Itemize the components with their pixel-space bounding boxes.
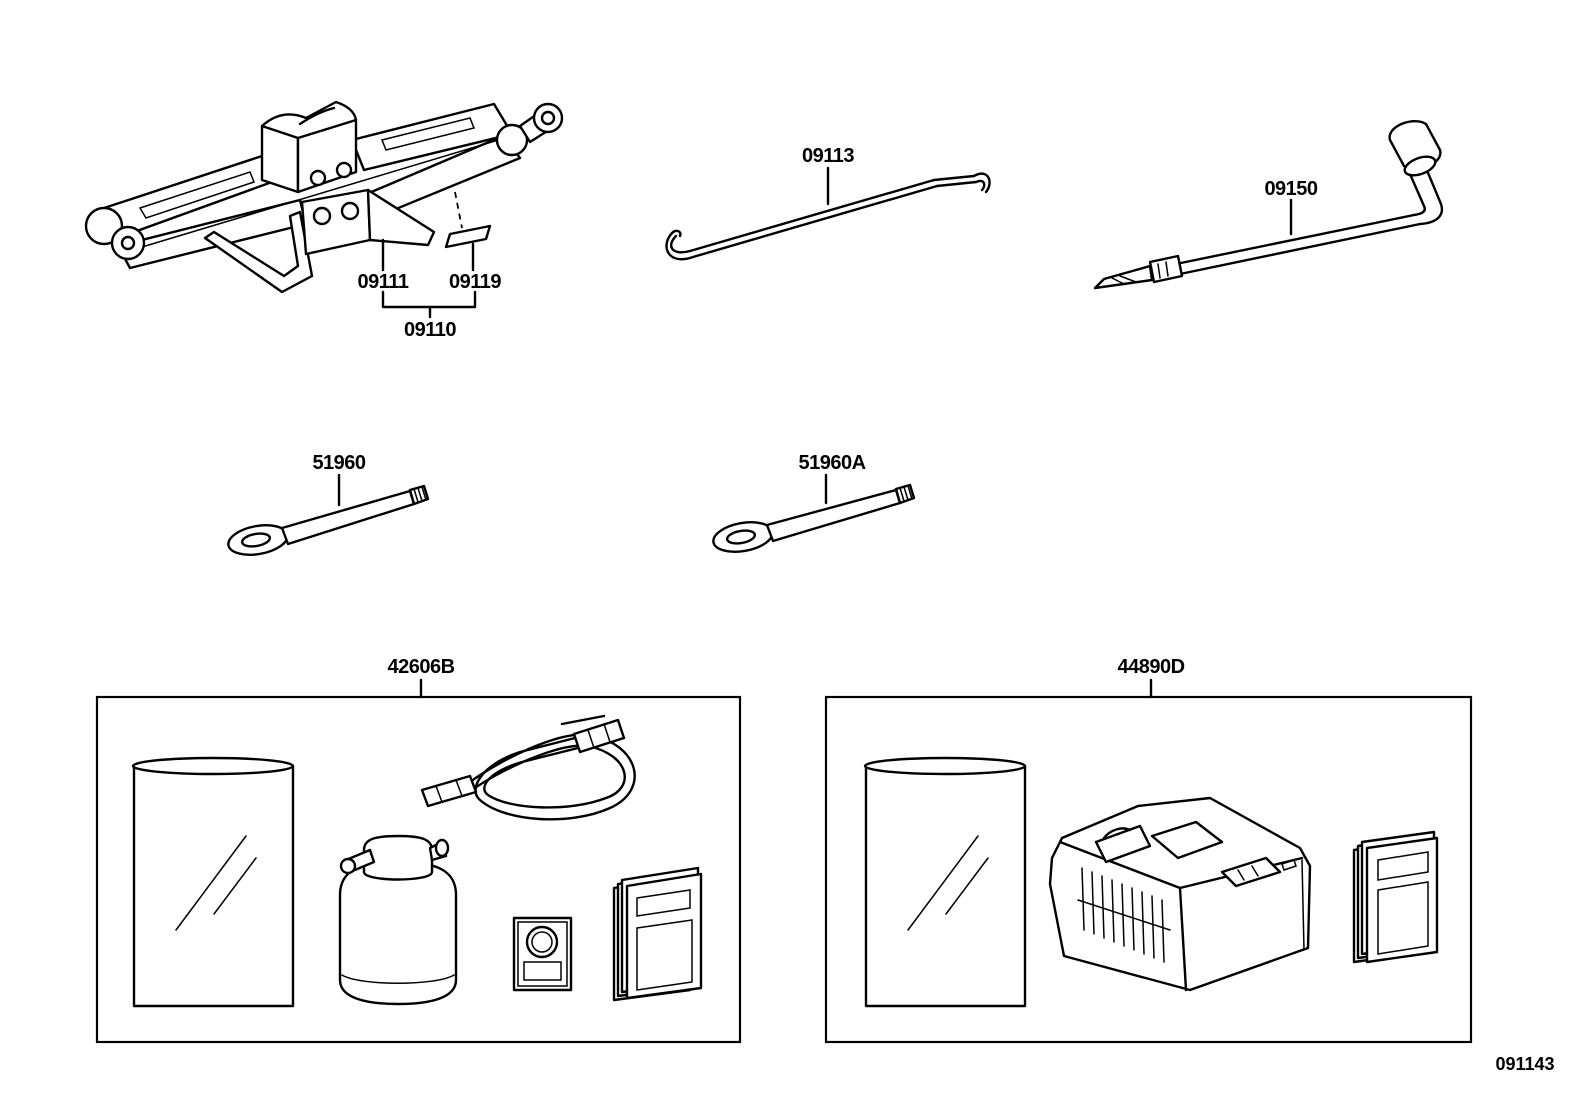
jack-upper-left-slot [138,171,255,219]
callout-09110[interactable]: 09110 [404,319,457,341]
booklet-cover [1365,836,1439,964]
handle-rod-bottom-edge [691,184,939,259]
booklet-title-box [636,889,691,917]
booklet-title-box [1377,851,1429,881]
bag-top [863,756,1027,776]
callout-51960[interactable]: 51960 [312,452,366,474]
hose-end-fitting-rings [435,779,463,803]
booklet-right-drawing [1352,830,1439,964]
jack-saddle-front [296,118,358,194]
bag-body [132,764,295,1008]
kit-42606b-frame [95,695,742,1044]
wrench-flat-end-ridge [1111,275,1137,285]
booklet-body-box [636,919,693,991]
wheel-wrench-drawing [1093,119,1444,290]
bottle-spout-right-end [434,838,450,858]
jack-base-plate [300,188,372,256]
towing-eye-a-drawing [712,483,916,553]
scissor-jack-drawing [84,100,564,294]
bag-body [864,764,1027,1008]
towing-eye-ring-hole [240,532,272,548]
sticker-circle-inner [531,931,553,953]
kit-44890d-frame [824,695,1473,1044]
booklet-cover [625,872,703,1000]
sticker-text-area [523,961,562,981]
compressor-handle [1094,824,1152,864]
hose-inner [470,744,626,809]
bag-top [131,756,295,776]
wrench-grip-mark [1157,261,1169,279]
hose-clip [560,714,606,726]
wrench-bar-inner [1174,172,1426,266]
towing-eye-ring-hole [725,529,757,545]
jack-screw [131,137,506,251]
sealant-bottle-drawing [338,834,458,1006]
compressor-front-corner [1178,886,1188,992]
wrench-bar-outer [1178,166,1444,276]
hose-valve-fitting-rings [587,723,611,749]
jack-saddle-top [260,100,358,128]
booklet-left-drawing [612,866,703,1002]
jack-saddle-groove [298,106,336,126]
callout-09113[interactable]: 09113 [802,145,855,167]
handle-left-hook [665,229,695,261]
jack-base-bolt [312,206,332,226]
compressor-switch-detail [1237,859,1297,881]
jack-caution-label [444,224,492,249]
wrench-socket-collar [1403,155,1437,177]
compressor-switch [1220,856,1282,888]
jack-callout-lines [381,238,477,319]
handle-rod-top-edge [688,178,936,253]
handle-right-hook [972,172,991,194]
callout-09119[interactable]: 09119 [449,271,502,293]
assembly-bracket [381,290,477,319]
jack-handle-drawing [665,172,991,261]
jack-saddle-side [260,124,300,194]
speed-sticker-drawing [512,916,573,992]
compressor-side-edge [1301,859,1305,951]
towing-eye-thread-lines [413,486,427,503]
callout-09111[interactable]: 09111 [358,271,410,293]
towing-eye-thread-lines [899,485,913,502]
handle-thin-section [932,174,978,188]
sticker-inner-frame [517,921,568,987]
compressor-handle-grip [1102,827,1132,840]
bottle-cap [362,834,434,881]
towing-eye-shank [280,489,416,546]
compressor-drawing [1048,796,1312,992]
kit-right-bag-drawing [863,756,1027,1008]
jack-base-ear [366,188,436,247]
jack-left-pivot-hole [120,235,136,251]
towing-eye-shank [765,488,902,543]
hose-valve-fitting [572,718,626,754]
callout-09150[interactable]: 09150 [1264,178,1318,200]
jack-upper-right-slot [380,117,476,151]
booklet-body-box [1377,881,1429,955]
jack-saddle-bolt [309,169,327,187]
callout-44890d[interactable]: 44890D [1117,656,1185,678]
bottle-spout-left-end [339,857,357,875]
jack-label-leader-dashed [454,191,463,229]
bag-glare [175,835,257,931]
kit-left-bag-drawing [131,756,295,1008]
jack-screw-eye-hole [540,110,556,126]
towing-eye-drawing [227,484,430,556]
bag-glare [907,835,989,931]
drawing-number: 091143 [1495,1054,1554,1074]
hose-end-fitting [420,774,478,808]
callout-51960a[interactable]: 51960A [798,452,866,474]
callout-42606b[interactable]: 42606B [387,656,455,678]
jack-saddle-bolt [335,161,353,179]
jack-right-pivot [495,123,529,157]
wrench-grip [1148,254,1184,284]
compressor-top-panel [1150,820,1224,860]
bottle-seam [341,974,455,984]
jack-base-bolt [340,201,360,221]
compressor-vents [1077,867,1171,963]
jack-lower-frame [203,210,314,294]
kit-hose-drawing [420,714,636,821]
